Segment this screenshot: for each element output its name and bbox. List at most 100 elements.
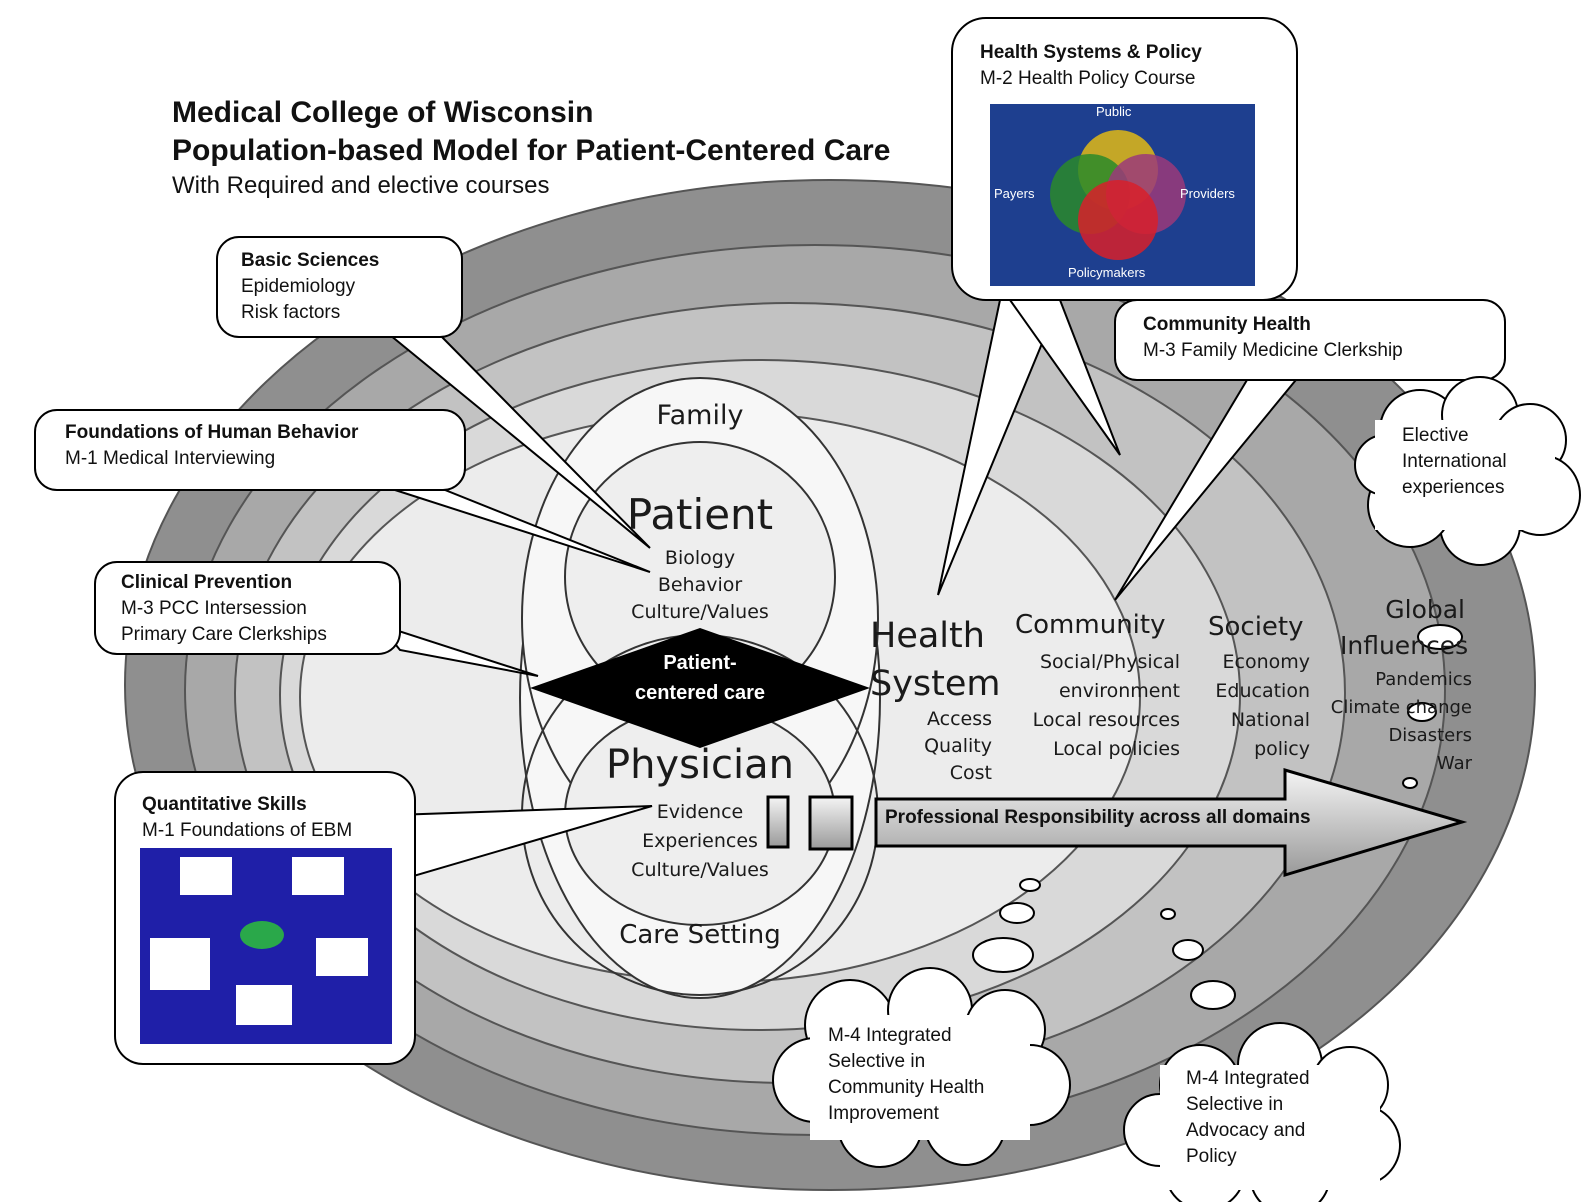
arrow-block-2 bbox=[808, 795, 854, 851]
health-system-title-line: System bbox=[870, 664, 1001, 704]
society-items: Economy Education National policy bbox=[1200, 648, 1310, 764]
callout-basic-box bbox=[216, 236, 463, 338]
cloud-line: M-4 Integrated bbox=[1186, 1068, 1310, 1089]
diamond-label: Patient- centered care bbox=[610, 648, 790, 708]
ebm-box-appraise bbox=[316, 938, 368, 976]
patient-title: Patient bbox=[626, 490, 774, 539]
callout-prevention-box bbox=[94, 561, 401, 655]
callout-basic-line: Epidemiology bbox=[241, 276, 356, 297]
physician-item: Experiences bbox=[642, 830, 758, 852]
cloud-community-text: M-4 Integrated Selective in Community He… bbox=[828, 1023, 984, 1127]
bubble-5 bbox=[1172, 939, 1204, 961]
society-title: Society bbox=[1208, 612, 1304, 642]
community-items: Social/Physical environment Local resour… bbox=[1010, 648, 1180, 764]
health-system-item: Quality bbox=[924, 735, 992, 757]
bubble-1 bbox=[1019, 878, 1041, 892]
bubble-8 bbox=[1407, 702, 1437, 722]
callout-prevention: Clinical Prevention M-3 PCC Intersession… bbox=[121, 570, 327, 648]
global-items: Pandemics Climate change Disasters War bbox=[1320, 666, 1472, 778]
callout-behavior-box bbox=[34, 409, 466, 491]
physician-item: Culture/Values bbox=[631, 859, 769, 881]
arrow-label: Professional Responsibility across all d… bbox=[885, 807, 1311, 828]
family-label: Family bbox=[656, 400, 744, 431]
callout-policy-title: Health Systems & Policy bbox=[980, 42, 1202, 63]
physician-title: Physician bbox=[605, 742, 795, 788]
venn-label-payers: Payers bbox=[994, 186, 1035, 201]
bubble-3 bbox=[972, 937, 1034, 973]
callout-behavior-line: M-1 Medical Interviewing bbox=[65, 448, 276, 469]
community-item: Local policies bbox=[1053, 738, 1180, 760]
cloud-line: Improvement bbox=[828, 1103, 939, 1124]
cloud-international-text: Elective International experiences bbox=[1402, 423, 1507, 501]
cloud-line: M-4 Integrated bbox=[828, 1025, 952, 1046]
venn-circle-policymakers bbox=[1078, 180, 1158, 260]
diamond-line: Patient- bbox=[663, 652, 737, 674]
cloud-line: International bbox=[1402, 451, 1507, 472]
patient-item: Behavior bbox=[657, 574, 743, 596]
community-item: Social/Physical bbox=[1039, 651, 1180, 673]
global-title: Global Influences bbox=[1340, 592, 1468, 664]
subtitle: With Required and elective courses bbox=[172, 172, 550, 199]
cloud-line: Advocacy and bbox=[1186, 1120, 1306, 1141]
bubble-4 bbox=[1160, 908, 1176, 920]
health-system-item: Access bbox=[926, 708, 992, 730]
patient-centered-diamond bbox=[530, 628, 870, 748]
global-item: Pandemics bbox=[1375, 669, 1472, 690]
health-system-item: Cost bbox=[949, 762, 992, 784]
ebm-box-assess bbox=[180, 857, 232, 895]
cloud-advocacy-text: M-4 Integrated Selective in Advocacy and… bbox=[1186, 1066, 1310, 1170]
venn-label-policymakers: Policymakers bbox=[1068, 265, 1146, 280]
ebm-box-assess2 bbox=[150, 938, 210, 990]
community-title: Community bbox=[1015, 610, 1166, 640]
callout-quant-line: M-1 Foundations of EBM bbox=[142, 820, 353, 841]
callout-quant-title: Quantitative Skills bbox=[142, 794, 307, 815]
care-setting-label: Care Setting bbox=[619, 920, 781, 950]
global-item: Climate change bbox=[1330, 697, 1472, 718]
bubble-7 bbox=[1417, 624, 1463, 650]
callout-community-box bbox=[1114, 299, 1506, 381]
callout-prevention-line: Primary Care Clerkships bbox=[121, 624, 327, 645]
community-item: Local resources bbox=[1032, 709, 1180, 731]
callout-community: Community Health M-3 Family Medicine Cle… bbox=[1143, 312, 1403, 364]
callout-basic-title: Basic Sciences bbox=[241, 250, 380, 271]
bubble-9 bbox=[1402, 777, 1418, 789]
society-item: Economy bbox=[1222, 651, 1311, 673]
patient-item: Biology bbox=[664, 547, 736, 569]
responsibility-arrow bbox=[874, 767, 1468, 878]
callout-behavior: Foundations of Human Behavior M-1 Medica… bbox=[65, 420, 358, 472]
society-item: National bbox=[1230, 709, 1310, 731]
title-line-2: Population-based Model for Patient-Cente… bbox=[172, 134, 891, 167]
global-title-line: Global bbox=[1385, 595, 1465, 624]
ebm-box-apply bbox=[236, 985, 292, 1025]
health-system-items: Access Quality Cost bbox=[900, 706, 992, 787]
callout-community-line: M-3 Family Medicine Clerkship bbox=[1143, 340, 1403, 361]
cloud-line: experiences bbox=[1402, 477, 1505, 498]
cloud-line: Community Health bbox=[828, 1077, 985, 1098]
ebm-box-acquire bbox=[292, 857, 344, 895]
diamond-line: centered care bbox=[634, 682, 766, 704]
venn-label-providers: Providers bbox=[1180, 186, 1235, 201]
health-system-title-line: Health bbox=[870, 616, 985, 656]
callout-prevention-line: M-3 PCC Intersession bbox=[121, 598, 307, 619]
bubble-6 bbox=[1190, 980, 1236, 1010]
callout-quant: Quantitative Skills M-1 Foundations of E… bbox=[142, 792, 352, 844]
callout-policy: Health Systems & Policy M-2 Health Polic… bbox=[980, 40, 1202, 92]
cloud-line: Selective in bbox=[828, 1051, 926, 1072]
society-item: Education bbox=[1215, 680, 1310, 702]
cloud-line: Selective in bbox=[1186, 1094, 1284, 1115]
physician-item: Evidence bbox=[656, 801, 744, 823]
society-item: policy bbox=[1254, 738, 1310, 760]
callout-community-title: Community Health bbox=[1143, 314, 1311, 335]
patient-item: Culture/Values bbox=[631, 601, 769, 623]
ebm-center bbox=[240, 921, 284, 949]
patient-items: Biology Behavior Culture/Values bbox=[610, 545, 790, 626]
global-item: Disasters bbox=[1388, 725, 1472, 746]
cloud-line: Elective bbox=[1402, 425, 1469, 446]
physician-items: Evidence Experiences Culture/Values bbox=[610, 798, 790, 885]
bubble-2 bbox=[999, 902, 1035, 924]
venn-label-public: Public bbox=[1096, 104, 1132, 119]
callout-basic-line: Risk factors bbox=[241, 302, 341, 323]
callout-prevention-title: Clinical Prevention bbox=[121, 572, 293, 593]
callout-policy-line: M-2 Health Policy Course bbox=[980, 68, 1196, 89]
